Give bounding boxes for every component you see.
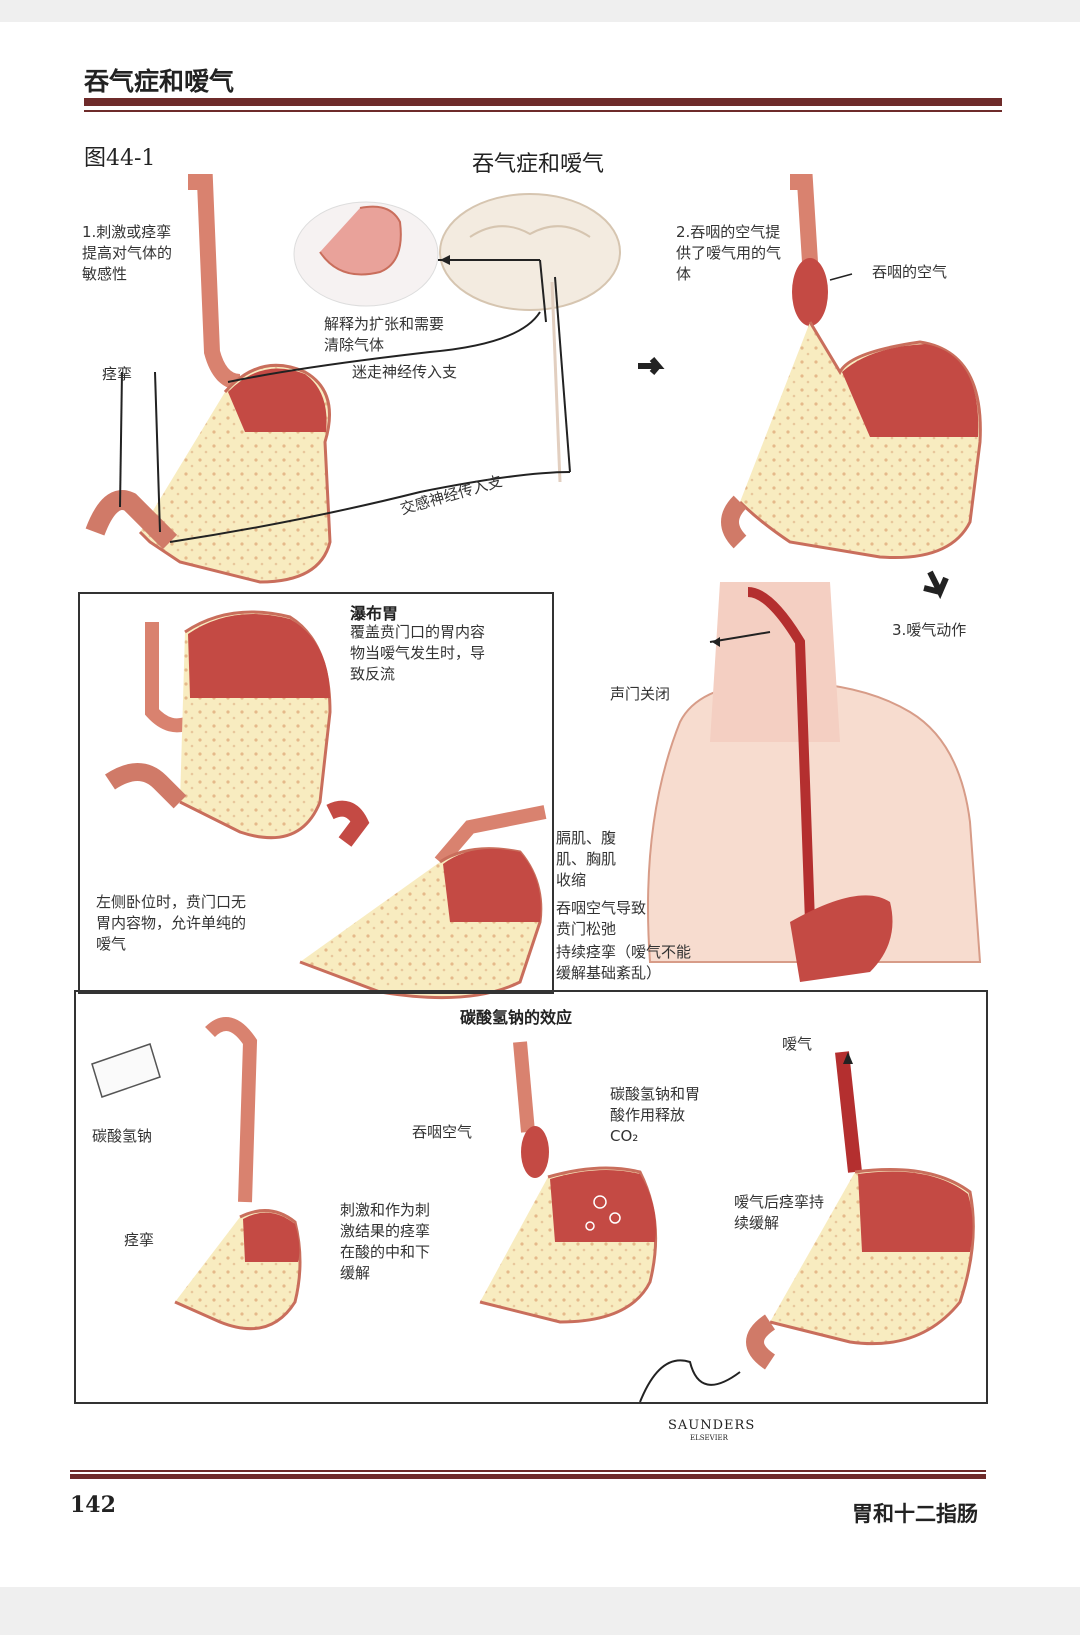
figure-title: 吞气症和嗳气 — [472, 152, 605, 177]
swallow-air-label: 吞咽空气 — [412, 1123, 473, 1141]
bicarb-box — [74, 990, 988, 1404]
bicarb-spasm-label: 痉挛 — [124, 1231, 155, 1249]
torso-belch — [647, 582, 982, 982]
left-side-label: 左侧卧位时，贲门口无胃内容物，允许单纯的嗳气 — [96, 893, 247, 953]
cascade-stomach-2 — [299, 800, 547, 1000]
post-belch-label: 嗳气后痉挛持续缓解 — [734, 1193, 825, 1232]
step2-label: 2.吞咽的空气提供了嗳气用的气体 — [676, 223, 782, 283]
publisher-logo: SAUNDERS — [668, 1418, 756, 1433]
bicarb-stomach-3 — [746, 1051, 975, 1370]
cascade-title: 瀑布胃 — [350, 604, 399, 623]
step3-label: 3.嗳气动作 — [892, 621, 967, 639]
muscle-contraction-label: 膈肌、腹肌、胸肌收缩 — [556, 829, 617, 889]
publisher-sublogo: ELSEVIER — [690, 1434, 728, 1442]
vagal-afferent-label: 迷走神经传入支 — [352, 363, 458, 381]
glottis-closed-label: 声门关闭 — [610, 685, 671, 703]
page-number: 142 — [70, 1492, 116, 1518]
sodium-bicarb-label: 碳酸氢钠 — [92, 1127, 153, 1145]
chapter-title: 胃和十二指肠 — [852, 1502, 978, 1526]
interpret-label: 解释为扩张和需要清除气体 — [324, 315, 445, 354]
header-rule-thin — [84, 110, 1002, 112]
stomach-2 — [721, 174, 982, 560]
cascade-desc: 覆盖贲门口的胃内容物当嗳气发生时，导致反流 — [350, 623, 486, 683]
co2-release-label: 碳酸氢钠和胃酸作用释放CO₂ — [610, 1085, 701, 1145]
nerve-pathways — [119, 259, 571, 543]
footer-rule — [70, 1470, 986, 1472]
cascade-stomach-box — [78, 592, 554, 994]
page-header-title: 吞气症和嗳气 — [84, 67, 235, 96]
swallowed-air-label: 吞咽的空气 — [872, 263, 948, 281]
signature-scribble — [639, 1359, 741, 1403]
acid-relief-label: 刺激和作为刺激结果的痉挛在酸的中和下缓解 — [340, 1201, 431, 1282]
step1-label: 1.刺激或痉挛提高对气体的敏感性 — [82, 223, 173, 283]
belch-label: 嗳气 — [782, 1035, 813, 1053]
bicarb-stomach-1 — [174, 1017, 302, 1331]
footer-rule-thick — [70, 1474, 986, 1479]
cardia-relax-label: 吞咽空气导致贲门松弛 — [556, 899, 647, 938]
spasm-label: 痉挛 — [102, 365, 133, 383]
anatomy-illustration — [85, 174, 982, 1403]
stomach-1 — [85, 174, 332, 584]
stomach-thought-bubble — [293, 201, 439, 307]
bicarb-stomach-2 — [479, 1041, 658, 1324]
figure-label: 图44-1 — [84, 146, 156, 171]
page: 吞气症和嗳气 图44-1 吞气症和嗳气 — [0, 22, 1080, 1587]
brain — [439, 193, 621, 483]
bicarb-title: 碳酸氢钠的效应 — [460, 1008, 573, 1027]
bicarb-glass — [91, 1043, 161, 1098]
persistent-spasm-label: 持续痉挛（嗳气不能缓解基础紊乱） — [556, 943, 692, 982]
header-rule — [84, 98, 1002, 106]
cascade-stomach-1 — [105, 610, 332, 840]
